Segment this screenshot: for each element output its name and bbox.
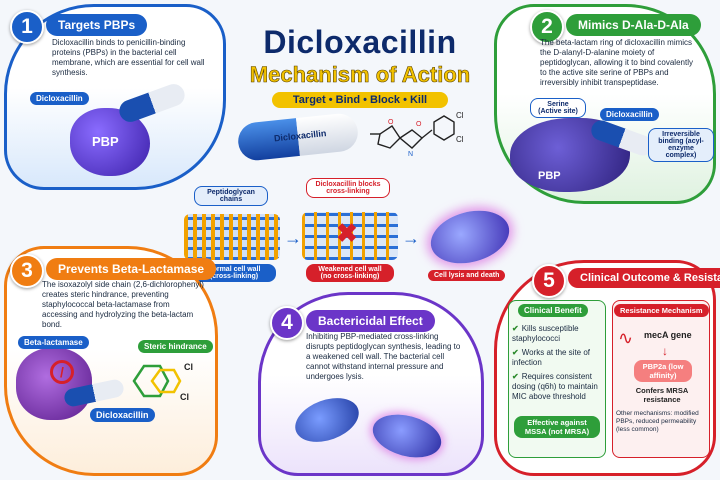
panel2-text: The beta-lactam ring of dicloxacillin mi… (540, 38, 693, 87)
weakened-cell-wall (302, 212, 398, 260)
peptidoglycan-label: Peptidoglycan chains (194, 186, 268, 206)
panel1-title: Targets PBPs (46, 14, 148, 36)
pbp2a-label: PBP2a (low affinity) (634, 360, 692, 382)
title-drug: Dicloxacillin (263, 24, 457, 60)
resistance-title: Resistance Mechanism (614, 304, 709, 317)
svg-text:O: O (416, 121, 422, 128)
panel3-number: 3 (10, 254, 44, 288)
check-icon: ✔ (512, 348, 519, 357)
panel3-title: Prevents Beta-Lactamase (46, 258, 217, 280)
panel5-title: Clinical Outcome & Resistance (568, 268, 720, 288)
clinical-benefit-title: Clinical Benefit (518, 304, 588, 317)
effective-label: Effective against MSSA (not MRSA) (514, 416, 600, 438)
benefit-item-3: ✔Requires consistent dosing (q6h) to mai… (512, 372, 604, 402)
title-block: Dicloxacillin Mechanism of Action Target… (230, 14, 490, 114)
weakened-wall-label: Weakened cell wall (no cross-linking) (306, 264, 394, 282)
title-tagline: Target • Bind • Block • Kill (272, 92, 448, 108)
benefit-item-1: ✔Kills susceptible staphylococci (512, 324, 604, 344)
panel1-drug-label: Dicloxacillin (30, 92, 89, 105)
capsule: Dicloxacillin (236, 111, 360, 163)
chemical-structure: O N O Cl Cl (370, 111, 464, 158)
no-access-icon: / (50, 360, 74, 384)
benefit-text-1: Kills susceptible staphylococci (512, 324, 579, 343)
dichlorophenyl-ring (132, 364, 182, 398)
steric-hindrance-label: Steric hindrance (138, 340, 213, 353)
block-x-icon: ✖ (336, 218, 358, 248)
beta-lactamase-enzyme (16, 348, 92, 420)
panel3-drug-label: Dicloxacillin (90, 408, 155, 422)
cl-label-1: Cl (184, 362, 193, 372)
panel5-number: 5 (532, 264, 566, 298)
benefit-item-2: ✔Works at the site of infection (512, 348, 604, 368)
arrow-2: → (402, 228, 420, 248)
meca-label: mecA gene (644, 330, 692, 340)
mrsa-label: Confers MRSA resistance (635, 386, 689, 404)
panel4-title: Bactericidal Effect (306, 310, 435, 332)
normal-cell-wall (184, 214, 280, 260)
down-arrow-icon: ↓ (662, 344, 668, 358)
binding-label: Irreversible binding (acyl-enzyme comple… (648, 128, 714, 162)
dna-helix-icon: ∿ (618, 328, 634, 348)
blocks-label: Dicloxacillin blocks cross-linking (306, 178, 390, 198)
benefit-text-2: Works at the site of infection (512, 348, 591, 367)
panel4-number: 4 (270, 306, 304, 340)
panel2-number: 2 (530, 10, 564, 44)
panel2-title: Mimics D-Ala-D-Ala (566, 14, 701, 36)
svg-text:O: O (388, 119, 394, 126)
other-mechanisms: Other mechanisms: modified PBPs, reduced… (616, 410, 699, 434)
beta-lactamase-label: Beta-lactamase (18, 336, 89, 349)
check-icon: ✔ (512, 324, 519, 333)
pbp-label: PBP (92, 134, 119, 149)
panel4-text: Inhibiting PBP-mediated cross-linking di… (306, 332, 461, 381)
benefit-text-3: Requires consistent dosing (q6h) to main… (512, 372, 598, 401)
structure-cl-top: Cl (456, 111, 464, 120)
panel1-text: Dicloxacillin binds to penicillin-bindin… (52, 38, 205, 77)
cl-label-2: Cl (180, 392, 189, 402)
panel1-number: 1 (10, 10, 44, 44)
panel2-pbp-label: PBP (538, 170, 561, 182)
structure-cl-bottom: Cl (456, 135, 464, 144)
lysing-bacterium (424, 202, 516, 272)
panel3-text: The isoxazolyl side chain (2,6-dichlorop… (42, 280, 204, 329)
lysis-label: Cell lysis and death (428, 270, 506, 281)
title-subtitle: Mechanism of Action (249, 62, 471, 88)
svg-text:N: N (408, 151, 413, 158)
panel2-drug-label: Dicloxacillin (600, 108, 659, 121)
serine-label: Serine (Active site) (530, 98, 586, 118)
check-icon: ✔ (512, 372, 519, 381)
arrow-1: → (284, 228, 302, 248)
